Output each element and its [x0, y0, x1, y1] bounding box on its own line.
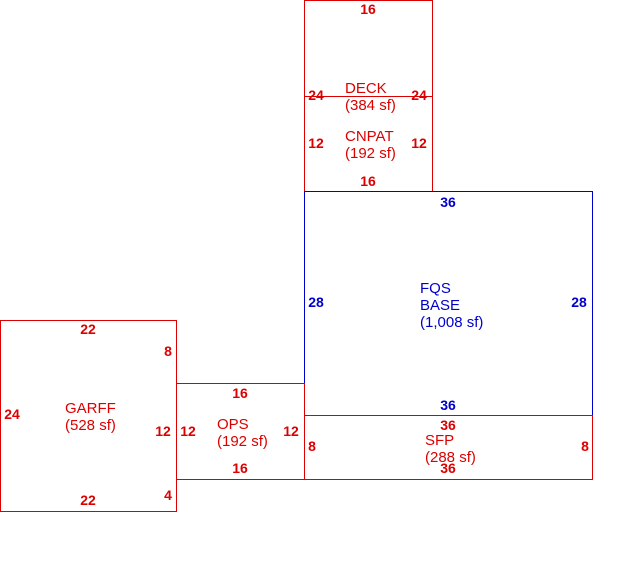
ops-dim-top: 16 — [232, 385, 248, 401]
cnpat-area: (192 sf) — [345, 145, 396, 162]
fqs-dim-bottom: 36 — [440, 397, 456, 413]
deck-dim-right: 24 — [411, 87, 427, 103]
ops-dim-bottom: 16 — [232, 460, 248, 476]
ops-name: OPS — [217, 416, 249, 433]
fqs-name-2: BASE — [420, 297, 460, 314]
garff-dim-left: 24 — [4, 406, 20, 422]
sfp-area: (288 sf) — [425, 449, 476, 466]
garff-outline — [0, 320, 177, 512]
fqs-name: FQS — [420, 280, 451, 297]
cnpat-dim-right: 12 — [411, 135, 427, 151]
garff-dim-top: 22 — [80, 321, 96, 337]
ops-area: (192 sf) — [217, 433, 268, 450]
sfp-dim-top: 36 — [440, 417, 456, 433]
deck-name: DECK — [345, 80, 387, 97]
fqs-area: (1,008 sf) — [420, 314, 483, 331]
deck-dim-top: 16 — [360, 1, 376, 17]
garff-name: GARFF — [65, 400, 116, 417]
ops-dim-right: 12 — [283, 423, 299, 439]
sfp-name: SFP — [425, 432, 454, 449]
ops-dim-left: 12 — [180, 423, 196, 439]
fqs-dim-left: 28 — [308, 294, 324, 310]
garff-dim-right-mid: 12 — [155, 423, 171, 439]
sfp-dim-left: 8 — [308, 438, 316, 454]
garff-dim-right-upper: 8 — [164, 343, 172, 359]
fqs-dim-right: 28 — [571, 294, 587, 310]
garff-dim-right-lower: 4 — [164, 487, 172, 503]
sfp-dim-bottom: 36 — [440, 460, 456, 476]
cnpat-dim-left: 12 — [308, 135, 324, 151]
cnpat-dim-bottom: 16 — [360, 173, 376, 189]
garff-area: (528 sf) — [65, 417, 116, 434]
garff-dim-bottom: 22 — [80, 492, 96, 508]
fqs-dim-top: 36 — [440, 194, 456, 210]
sfp-dim-right: 8 — [581, 438, 589, 454]
cnpat-name: CNPAT — [345, 128, 394, 145]
deck-area: (384 sf) — [345, 97, 396, 114]
deck-dim-left: 24 — [308, 87, 324, 103]
